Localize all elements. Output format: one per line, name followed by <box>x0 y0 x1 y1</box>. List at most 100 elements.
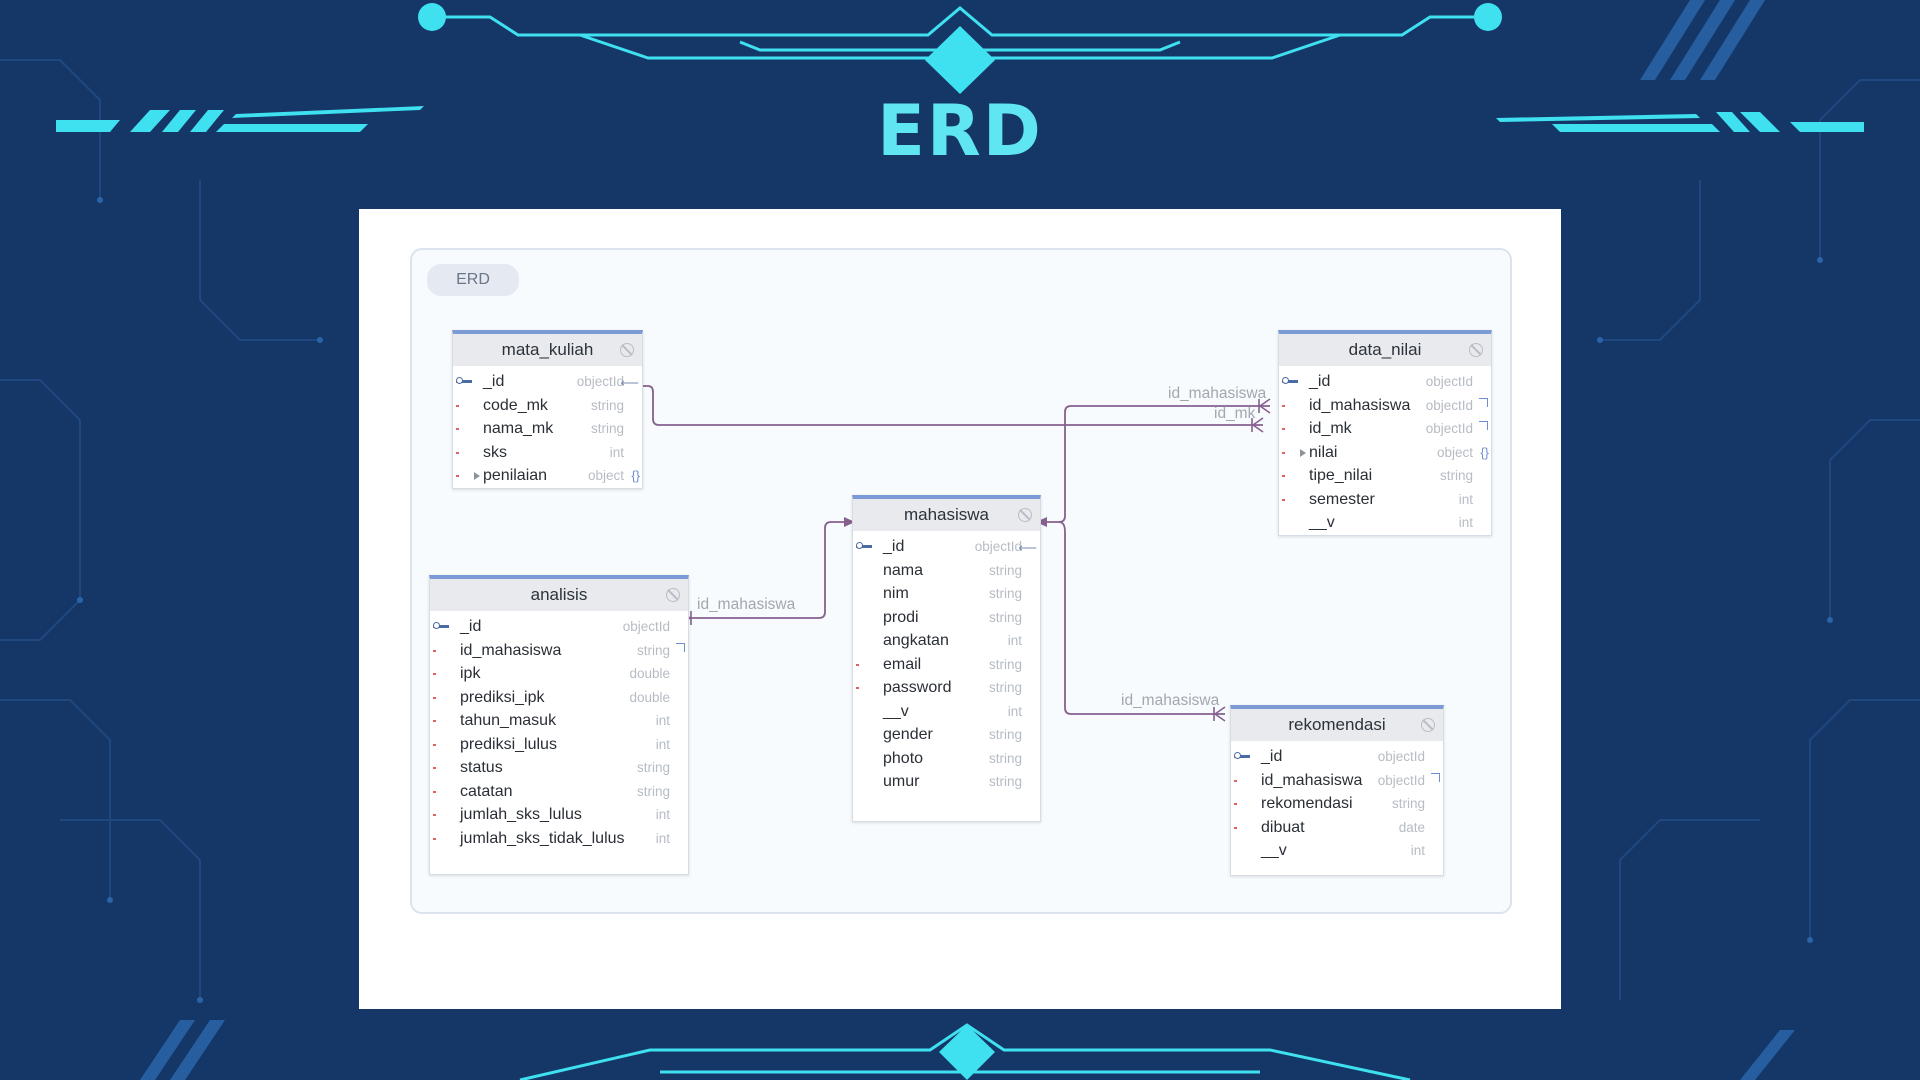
field-row[interactable]: _id objectId <box>430 615 688 639</box>
field-type: objectId <box>974 539 1022 554</box>
foreign-key-icon <box>1479 397 1488 407</box>
field-name: semester <box>1309 490 1375 508</box>
field-name: sks <box>483 443 507 461</box>
relation-line-data-nilai-mahasiswa[interactable] <box>1045 405 1270 523</box>
field-row[interactable]: nim string <box>853 582 1040 606</box>
entity-title: data_nilai <box>1348 340 1422 359</box>
field-type: objectId <box>1425 397 1473 413</box>
field-type: string <box>988 727 1022 742</box>
field-row[interactable]: _id objectId ⟵ <box>453 370 642 394</box>
field-row[interactable]: _id objectId ⟵ <box>853 535 1040 559</box>
field-row[interactable]: catatan string <box>430 780 688 804</box>
entity-header[interactable]: analisis <box>430 579 688 611</box>
required-marker <box>433 837 436 840</box>
relation-label-rekomendasi-mahasiswa: id_mahasiswa <box>1121 692 1220 709</box>
field-row[interactable]: gender string <box>853 723 1040 747</box>
expand-caret-icon[interactable] <box>474 472 480 480</box>
required-marker <box>456 475 459 477</box>
field-name: ipk <box>460 665 481 682</box>
field-row[interactable]: semester int <box>1279 488 1491 512</box>
field-row[interactable]: id_mahasiswa string <box>430 639 688 663</box>
entity-header[interactable]: rekomendasi <box>1231 709 1443 741</box>
field-type: int <box>655 713 670 728</box>
field-name: _id <box>883 538 905 555</box>
field-name: tipe_nilai <box>1309 467 1373 484</box>
field-row[interactable]: nilai object {} <box>1279 441 1491 465</box>
field-row[interactable]: penilaian object {} <box>453 464 642 488</box>
entity-mahasiswa[interactable]: mahasiswa _id objectId ⟵ nama string nim <box>852 495 1041 822</box>
field-row[interactable]: prediksi_ipk double <box>430 686 688 710</box>
entity-mata-kuliah[interactable]: mata_kuliah _id objectId ⟵ code_mk strin… <box>452 330 643 489</box>
visibility-off-icon[interactable] <box>1421 718 1435 732</box>
visibility-off-icon[interactable] <box>620 343 634 357</box>
field-type: string <box>1391 796 1425 811</box>
field-name: id_mahasiswa <box>1309 396 1411 414</box>
required-marker <box>456 451 459 454</box>
field-row[interactable]: angkatan int <box>853 629 1040 653</box>
field-type: int <box>609 444 624 460</box>
field-row[interactable]: ipk double <box>430 662 688 686</box>
field-name: prediksi_lulus <box>460 735 557 753</box>
field-type: string <box>988 609 1022 625</box>
diagram-card: ERD id_mahasiswa id_mk id_mahasiswa <box>359 209 1561 1009</box>
field-row[interactable]: status string <box>430 756 688 780</box>
visibility-off-icon[interactable] <box>666 588 680 602</box>
field-row[interactable]: jumlah_sks_lulus int <box>430 803 688 827</box>
visibility-off-icon[interactable] <box>1018 508 1032 522</box>
entity-header[interactable]: mahasiswa <box>853 499 1040 531</box>
field-row[interactable]: __v int <box>1231 839 1443 863</box>
field-row[interactable]: __v int <box>1279 511 1491 535</box>
canvas-tag[interactable]: ERD <box>427 264 519 296</box>
visibility-off-icon[interactable] <box>1469 343 1483 357</box>
field-row[interactable]: prediksi_lulus int <box>430 733 688 757</box>
field-row[interactable]: password string <box>853 676 1040 700</box>
field-row[interactable]: dibuat date <box>1231 816 1443 840</box>
entity-data-nilai[interactable]: data_nilai _id objectId id_mahasiswa obj… <box>1278 330 1492 536</box>
field-row[interactable]: umur string <box>853 770 1040 794</box>
field-type: int <box>1458 515 1473 530</box>
field-type: string <box>988 562 1022 578</box>
key-icon <box>433 622 449 629</box>
field-row[interactable]: prodi string <box>853 606 1040 630</box>
field-type: date <box>1398 819 1425 835</box>
foreign-key-icon <box>1479 421 1488 430</box>
entity-rekomendasi[interactable]: rekomendasi _id objectId id_mahasiswa ob… <box>1230 705 1444 876</box>
field-row[interactable]: rekomendasi string <box>1231 792 1443 816</box>
field-row[interactable]: tipe_nilai string <box>1279 464 1491 488</box>
required-marker <box>1282 451 1285 454</box>
entity-analisis[interactable]: analisis _id objectId id_mahasiswa strin… <box>429 575 689 875</box>
field-row[interactable]: id_mahasiswa objectId <box>1231 769 1443 793</box>
erd-canvas: ERD id_mahasiswa id_mk id_mahasiswa <box>410 248 1512 914</box>
field-row[interactable]: sks int <box>453 441 642 465</box>
entity-header[interactable]: data_nilai <box>1279 334 1491 366</box>
field-name: jumlah_sks_tidak_lulus <box>460 829 625 847</box>
field-row[interactable]: id_mahasiswa objectId <box>1279 394 1491 418</box>
field-row[interactable]: email string <box>853 653 1040 677</box>
field-name: id_mahasiswa <box>1261 771 1363 789</box>
required-marker <box>456 428 459 430</box>
field-name: tahun_masuk <box>460 712 557 729</box>
back-reference-icon: ⟵ <box>1018 540 1037 555</box>
entity-header[interactable]: mata_kuliah <box>453 334 642 366</box>
relation-line-rekomendasi-mahasiswa[interactable] <box>1058 521 1225 715</box>
field-row[interactable]: _id objectId <box>1279 370 1491 394</box>
field-row[interactable]: id_mk objectId <box>1279 417 1491 441</box>
field-row[interactable]: nama_mk string <box>453 417 642 441</box>
field-row[interactable]: nama string <box>853 559 1040 583</box>
field-row[interactable]: jumlah_sks_tidak_lulus int <box>430 827 688 851</box>
required-marker <box>433 696 436 699</box>
field-name: prediksi_ipk <box>460 688 545 706</box>
field-type: objectId <box>1425 421 1473 436</box>
field-type: object <box>1436 444 1473 460</box>
field-row[interactable]: __v int <box>853 700 1040 724</box>
entity-title: mahasiswa <box>903 505 990 524</box>
field-row[interactable]: _id objectId <box>1231 745 1443 769</box>
required-marker <box>433 814 436 816</box>
field-type: objectId <box>576 374 624 389</box>
field-row[interactable]: tahun_masuk int <box>430 709 688 733</box>
field-row[interactable]: photo string <box>853 747 1040 771</box>
expand-caret-icon[interactable] <box>1300 448 1306 457</box>
field-row[interactable]: code_mk string <box>453 394 642 418</box>
field-name: _id <box>1261 748 1283 765</box>
field-type: int <box>655 736 670 752</box>
